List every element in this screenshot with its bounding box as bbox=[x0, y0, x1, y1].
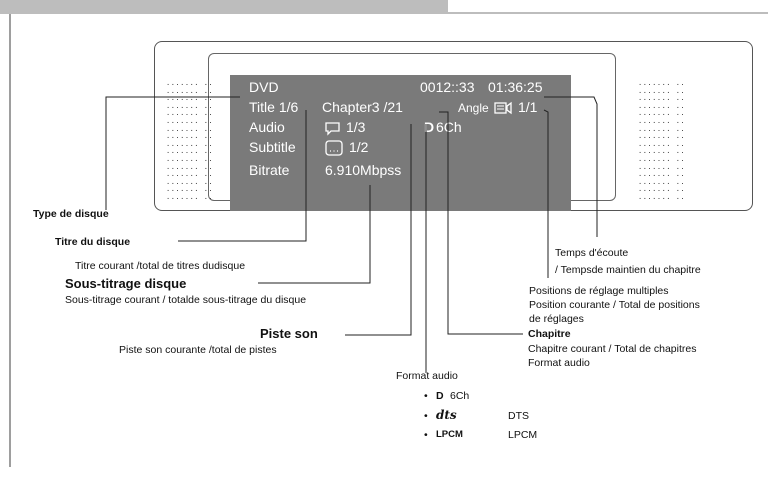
label-disc-title-desc: Titre courant /total de titres dudisque bbox=[75, 260, 246, 272]
label-audio-track: Piste son bbox=[260, 326, 318, 341]
leader-audio-track bbox=[345, 124, 412, 336]
osd-audio-label: Audio bbox=[249, 119, 285, 135]
leader-angle bbox=[543, 109, 549, 278]
camera-icon bbox=[494, 101, 516, 120]
osd-angle-value: 1/1 bbox=[518, 99, 538, 115]
format-symbol-dolby: D bbox=[436, 390, 444, 402]
osd-subtitle-label: Subtitle bbox=[249, 139, 296, 155]
osd-audio-value: 1/3 bbox=[346, 119, 366, 135]
label-chapter-hold-time: / Tempsde maintien du chapitre bbox=[555, 264, 701, 276]
format-bullet: • bbox=[424, 410, 428, 422]
format-text-lpcm: LPCM bbox=[508, 429, 538, 441]
label-angle-desc-1: Position courante / Total de positions bbox=[529, 299, 700, 311]
osd-audio-format-text: 6Ch bbox=[436, 119, 462, 135]
header-bar bbox=[0, 0, 448, 14]
label-chapter-desc: Chapitre courant / Total de chapitres bbox=[528, 343, 697, 355]
label-audio-track-desc: Piste son courante /total de pistes bbox=[119, 344, 277, 356]
leader-listening-time bbox=[544, 96, 598, 237]
speech-bubble-icon bbox=[325, 122, 341, 141]
osd-angle-label: Angle bbox=[458, 101, 489, 115]
label-angle-desc-2: de réglages bbox=[529, 313, 584, 325]
label-angle-title: Positions de réglage multiples bbox=[529, 285, 669, 297]
right-speaker-grille: ....... .. ....... .. ....... .. .......… bbox=[638, 79, 686, 201]
osd-elapsed-time: 0012::33 bbox=[420, 79, 475, 95]
leader-disc-type bbox=[105, 96, 240, 210]
osd-panel bbox=[230, 75, 571, 211]
label-disc-title: Titre du disque bbox=[55, 236, 131, 248]
osd-bitrate-value: 6.910Mbpss bbox=[325, 162, 402, 178]
osd-title: Title 1/6 bbox=[249, 99, 299, 115]
osd-bitrate-label: Bitrate bbox=[249, 162, 290, 178]
label-subtitle-desc: Sous-titrage courant / totalde sous-titr… bbox=[65, 294, 307, 306]
label-disc-type: Type de disque bbox=[33, 208, 109, 220]
leader-chapter bbox=[439, 111, 523, 335]
label-chapter: Chapitre bbox=[528, 328, 571, 340]
format-bullet: • bbox=[424, 429, 428, 441]
label-audio-format: Format audio bbox=[396, 370, 458, 382]
label-listening-time: Temps d'écoute bbox=[555, 247, 629, 259]
osd-subtitle-value: 1/2 bbox=[349, 139, 369, 155]
format-text-dolby: 6Ch bbox=[450, 390, 470, 402]
label-chapter-format: Format audio bbox=[528, 357, 590, 369]
format-bullet: • bbox=[424, 390, 428, 402]
format-symbol-dts: dts bbox=[436, 408, 457, 422]
osd-disc-type: DVD bbox=[249, 79, 279, 95]
left-speaker-grille: ....... .. ....... .. ....... .. .......… bbox=[166, 79, 214, 201]
header-rule bbox=[448, 12, 768, 14]
label-subtitle: Sous-titrage disque bbox=[65, 276, 187, 291]
subtitle-box-icon bbox=[325, 140, 343, 161]
format-symbol-lpcm: LPCM bbox=[436, 429, 463, 440]
osd-chapter: Chapter3 /21 bbox=[322, 99, 403, 115]
format-text-dts: DTS bbox=[508, 410, 529, 422]
osd-audio-format-symbol: D bbox=[424, 119, 435, 135]
leader-subtitle bbox=[258, 185, 371, 284]
osd-total-time: 01:36:25 bbox=[488, 79, 543, 95]
leader-disc-title bbox=[178, 110, 307, 242]
left-margin-rule bbox=[9, 14, 11, 467]
